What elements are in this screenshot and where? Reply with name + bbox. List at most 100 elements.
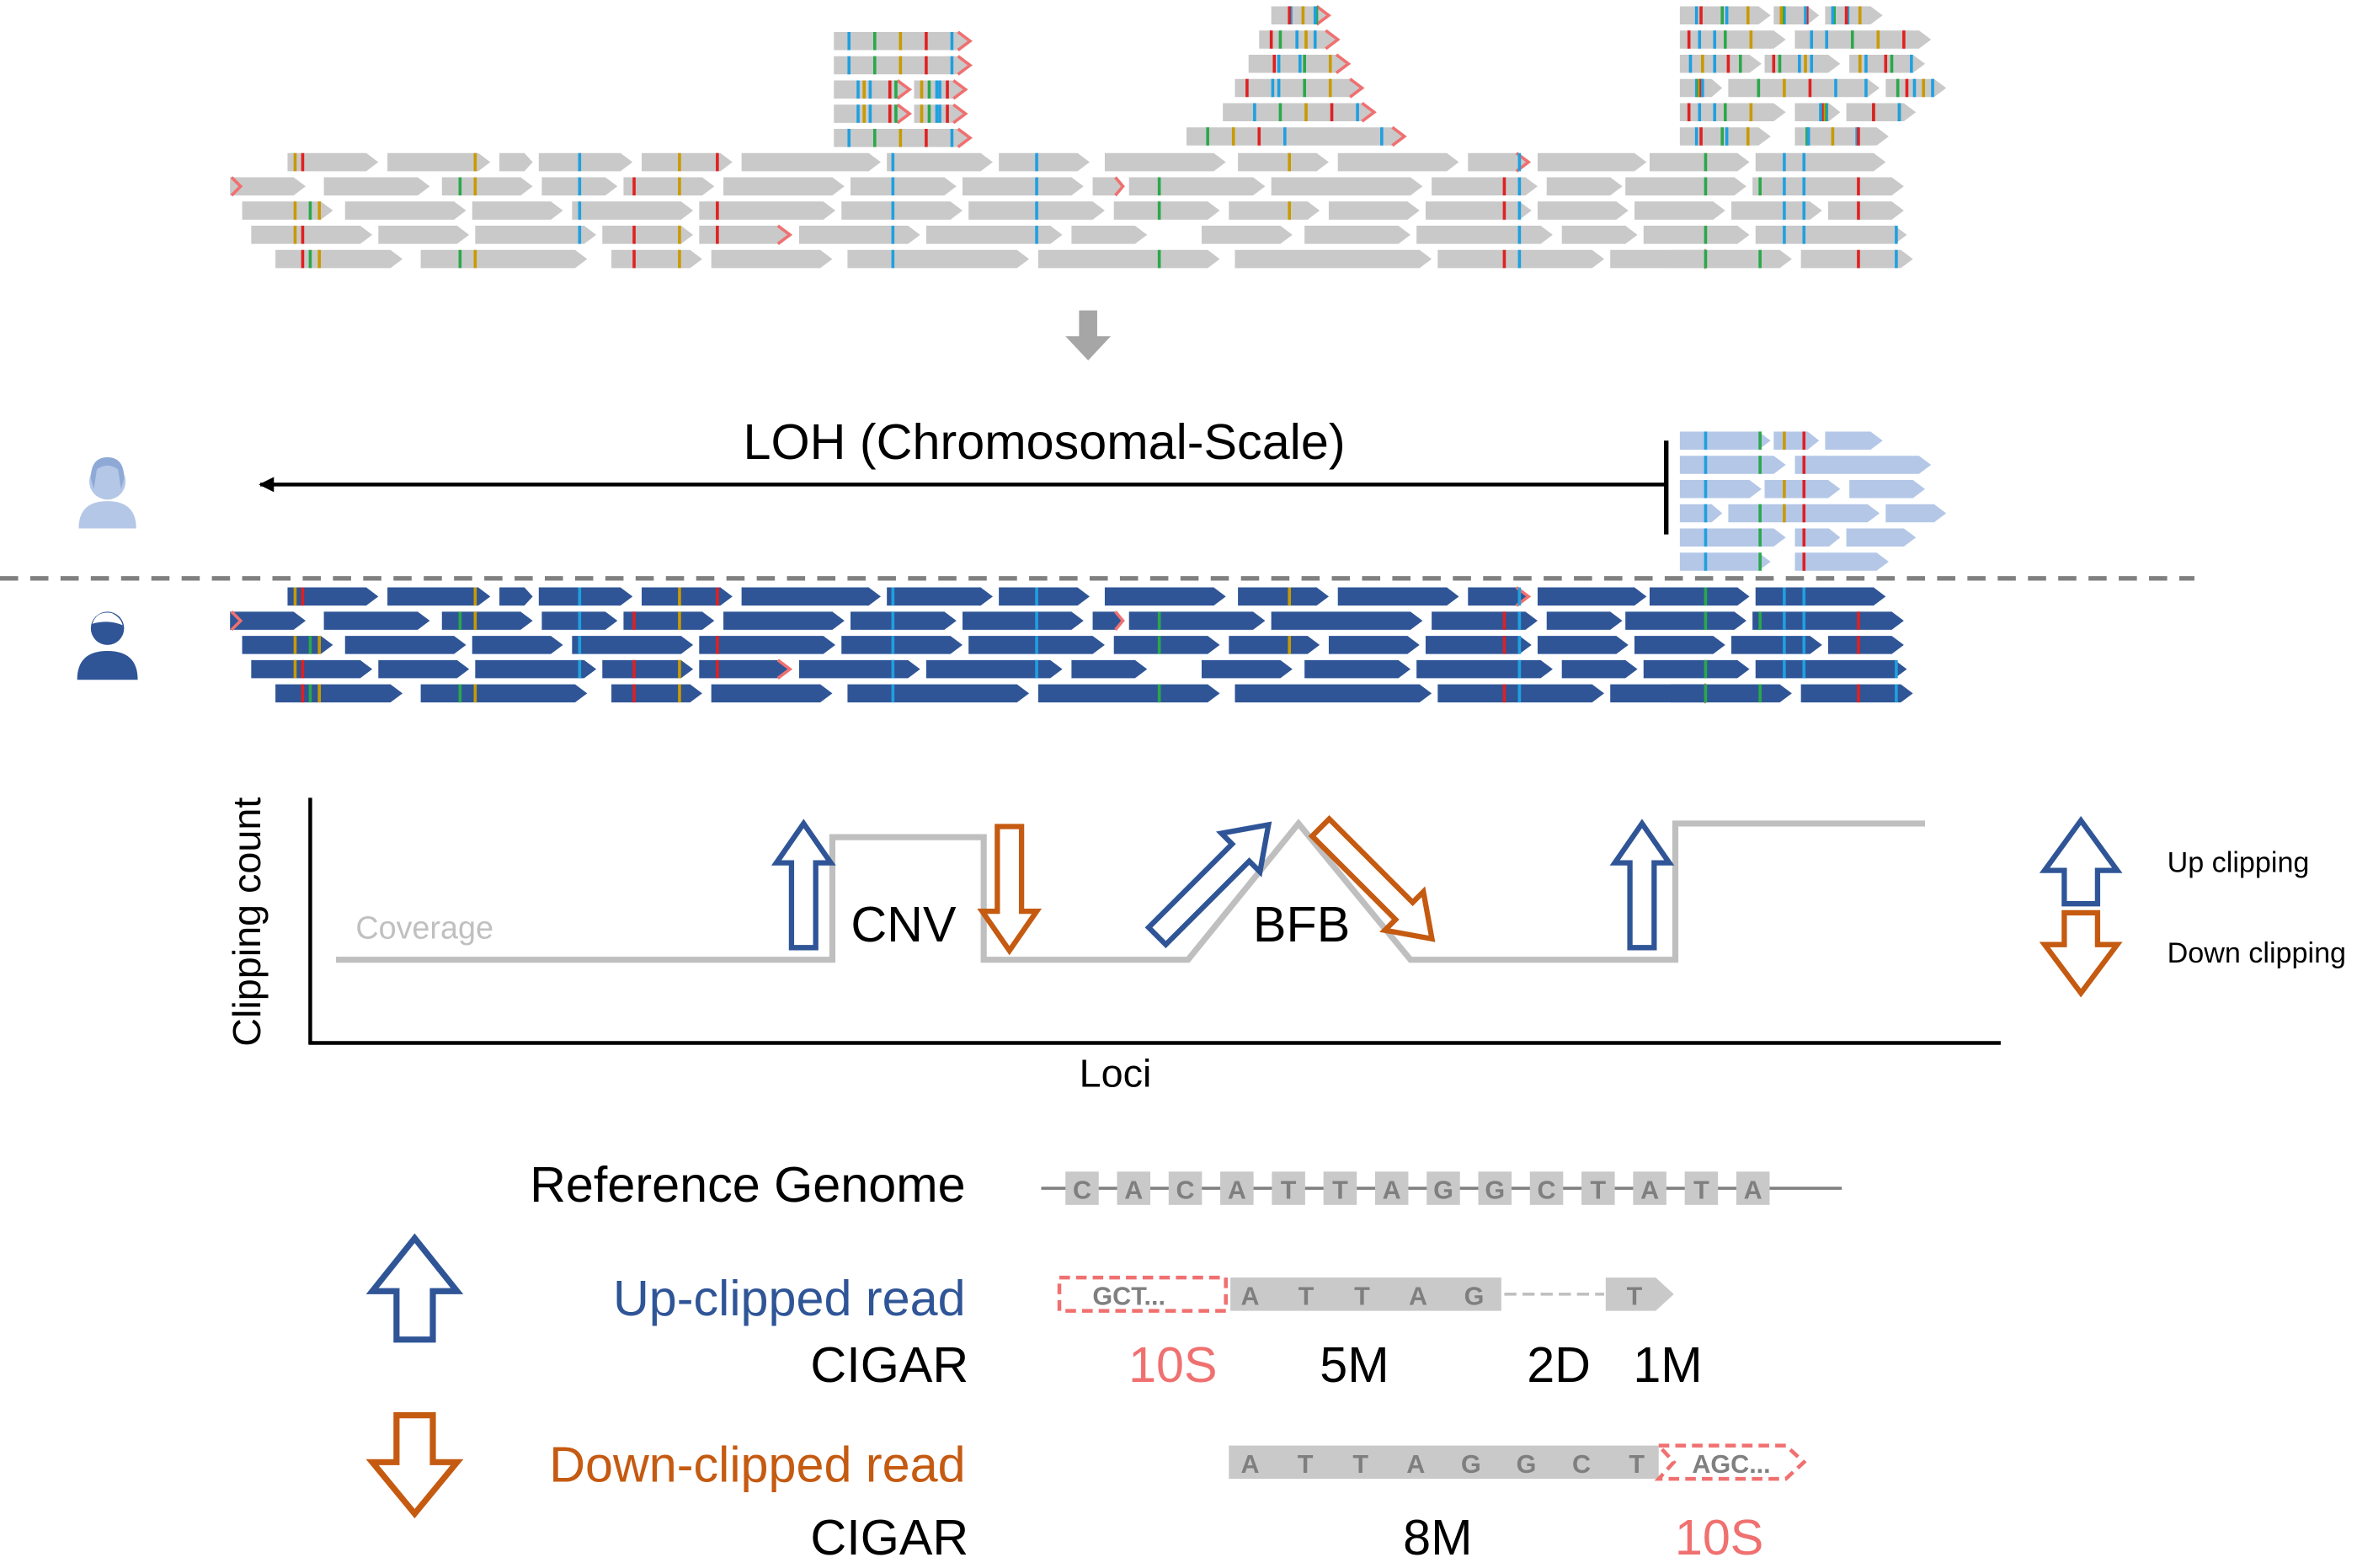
variant-tick: [1502, 636, 1506, 654]
up-read-base: A: [1240, 1282, 1259, 1310]
variant-tick: [632, 684, 636, 703]
variant-tick: [891, 587, 895, 606]
read: [1229, 636, 1320, 654]
variant-tick: [1157, 684, 1161, 703]
variant-tick: [1157, 636, 1161, 654]
variant-tick: [925, 129, 928, 147]
reference-base: T: [1591, 1176, 1607, 1205]
read: [287, 587, 379, 606]
variant-tick: [920, 80, 924, 99]
read: [847, 249, 1030, 269]
variant-tick: [1783, 177, 1786, 196]
variant-tick: [1802, 504, 1806, 523]
variant-tick: [1857, 127, 1860, 146]
variant-tick: [1758, 528, 1762, 547]
read: [1113, 201, 1220, 220]
soft-clip-mark: [1315, 5, 1331, 26]
variant-tick: [1804, 6, 1807, 25]
variant-tick: [1738, 54, 1742, 73]
variant-tick: [1157, 177, 1161, 196]
variant-tick: [1713, 103, 1717, 122]
up-read-cigar-match: 5M: [1320, 1336, 1389, 1393]
read: [1537, 201, 1629, 220]
variant-tick: [946, 80, 949, 99]
soft-clip-mark: [896, 103, 913, 125]
reference-base: A: [1744, 1176, 1762, 1205]
variant-tick: [1301, 6, 1305, 25]
coverage-label: Coverage: [355, 910, 493, 946]
variant-tick: [293, 226, 297, 244]
variant-tick: [920, 104, 924, 123]
read: [1634, 636, 1725, 654]
read: [1092, 611, 1123, 630]
variant-tick: [1517, 226, 1522, 244]
variant-tick: [1758, 504, 1762, 523]
variant-tick: [293, 636, 297, 654]
variant-tick: [1517, 152, 1522, 172]
variant-tick: [1288, 201, 1292, 220]
variant-tick: [935, 104, 939, 123]
variant-tick: [1819, 103, 1822, 122]
read: [1416, 226, 1553, 244]
variant-tick: [1303, 54, 1306, 73]
variant-tick: [938, 104, 941, 123]
variant-tick: [1772, 54, 1776, 73]
up-clipping-arrow-icon: [1144, 821, 1272, 949]
variant-tick: [716, 659, 719, 679]
soft-clip-mark: [1114, 611, 1125, 632]
variant-tick: [1749, 103, 1753, 122]
variant-tick: [1802, 479, 1806, 499]
reference-base-box: [1529, 1171, 1564, 1205]
variant-tick: [891, 611, 895, 630]
variant-tick: [856, 104, 860, 123]
read: [420, 684, 588, 703]
variant-tick: [1701, 78, 1704, 98]
reference-base: C: [1538, 1176, 1556, 1205]
variant-tick: [1724, 30, 1727, 49]
variant-tick: [1802, 456, 1806, 474]
read: [1234, 249, 1432, 269]
read: [1649, 587, 1750, 606]
read: [1537, 152, 1647, 172]
read: [1828, 201, 1904, 220]
up-clipped-read-label: Up-clipped read: [613, 1270, 966, 1326]
variant-tick: [1713, 30, 1717, 49]
reference-base-box: [1684, 1171, 1719, 1205]
reference-base-box: [1426, 1171, 1460, 1205]
variant-tick: [1502, 684, 1506, 703]
variant-tick: [1704, 611, 1708, 630]
reference-base: T: [1281, 1176, 1297, 1205]
read: [251, 226, 373, 244]
read: [841, 201, 963, 220]
read: [1437, 684, 1605, 703]
variant-tick: [1313, 30, 1317, 49]
variant-tick: [1746, 127, 1750, 146]
variant-tick: [925, 31, 928, 51]
read: [1432, 177, 1538, 196]
up-clipping-arrow-icon: [1609, 819, 1675, 951]
read: [1755, 152, 1886, 172]
variant-tick: [1206, 127, 1209, 146]
variant-tick: [1855, 127, 1858, 146]
variant-tick: [458, 611, 462, 630]
read: [1800, 684, 1913, 703]
read: [1304, 226, 1410, 244]
read: [1425, 201, 1532, 220]
read: [723, 177, 845, 196]
variant-tick: [293, 152, 297, 172]
variant-tick: [1802, 152, 1806, 172]
read: [1752, 177, 1904, 196]
read: [699, 201, 836, 220]
read: [851, 177, 957, 196]
variant-tick: [891, 226, 895, 244]
soft-clip-mark: [1361, 102, 1377, 123]
variant-tick: [1713, 54, 1717, 73]
variant-tick: [1502, 201, 1506, 220]
reference-base: G: [1485, 1176, 1505, 1205]
read: [798, 659, 920, 679]
variant-tick: [1517, 201, 1522, 220]
variant-tick: [578, 226, 582, 244]
variant-tick: [473, 177, 477, 196]
variant-tick: [1517, 659, 1522, 679]
variant-tick: [1857, 201, 1860, 220]
